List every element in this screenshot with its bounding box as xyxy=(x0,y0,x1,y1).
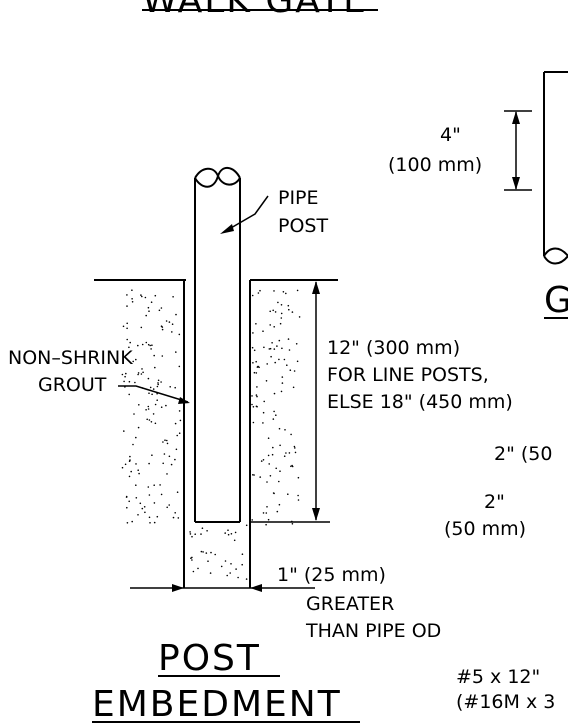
pipe-post-label-2: POST xyxy=(278,215,328,237)
gate-post-break xyxy=(543,247,568,257)
dim2b-label-1: 2" xyxy=(484,491,505,513)
grout-label-2: GROUT xyxy=(38,374,107,396)
title-post: POST xyxy=(158,638,261,679)
grout-arrowhead xyxy=(178,397,190,404)
pipe-post-arrowhead xyxy=(220,224,234,234)
dim4-label-2: (100 mm) xyxy=(388,154,482,176)
embed-label-1: 12" (300 mm) xyxy=(327,337,460,359)
dim4-arrow-top xyxy=(512,111,520,124)
dim2a-label: 2" (50 xyxy=(494,443,552,465)
dim4-arrow-bottom xyxy=(512,177,520,190)
clearance-label-1: 1" (25 mm) xyxy=(277,564,386,586)
pipe-post-label-1: PIPE xyxy=(278,187,319,209)
gate-title-partial: G xyxy=(544,280,568,321)
embed-label-3: ELSE 18" (450 mm) xyxy=(327,391,513,413)
grout-label-1: NON–SHRINK xyxy=(8,347,133,369)
title-embedment: EMBEDMENT xyxy=(92,684,342,725)
embed-label-2: FOR LINE POSTS, xyxy=(327,364,489,386)
clearance-label-3: THAN PIPE OD xyxy=(305,620,441,642)
dim2b-label-2: (50 mm) xyxy=(444,518,526,540)
pipe-post xyxy=(194,167,241,523)
grout-stipple xyxy=(121,289,301,580)
clearance-label-2: GREATER xyxy=(306,593,394,615)
rebar-label-1: #5 x 12" xyxy=(456,666,540,688)
embed-arrow-top xyxy=(312,281,320,294)
embed-arrow-bottom xyxy=(312,508,320,521)
clearance-arrow-left xyxy=(172,584,184,592)
clearance-arrow-right xyxy=(250,584,262,592)
dim4-label-1: 4" xyxy=(440,124,461,146)
pipe-post-leader xyxy=(223,195,269,233)
grout-leader xyxy=(118,385,189,403)
rebar-label-2: (#16M x 3 xyxy=(456,691,555,713)
gate-post-break-2 xyxy=(543,255,568,265)
